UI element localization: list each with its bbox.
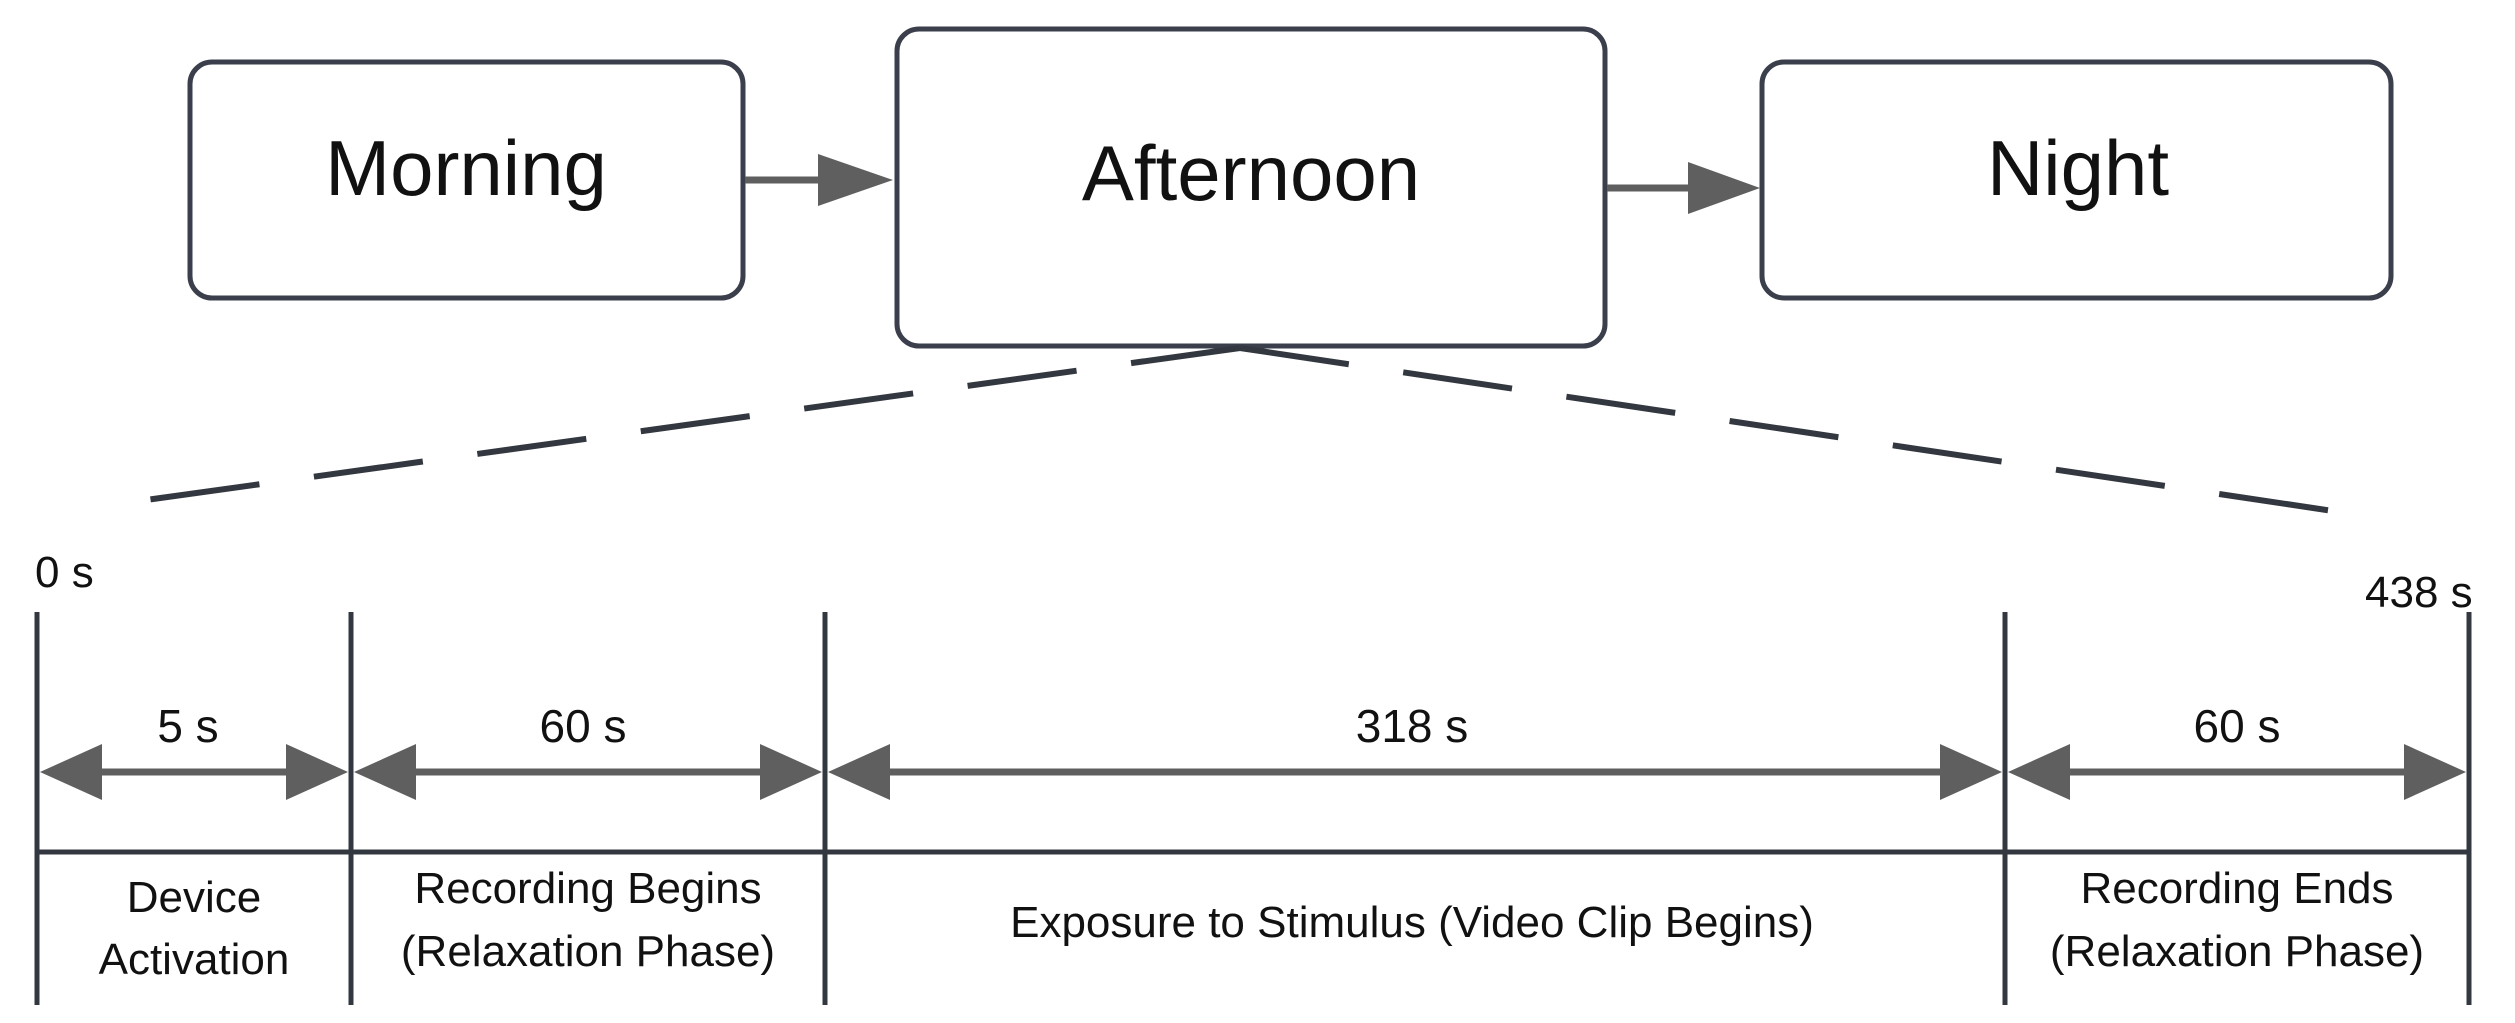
timeline-start-label: 0 s xyxy=(35,548,94,597)
duration-label-segment-4: 60 s xyxy=(2194,700,2281,752)
morning-label: Morning xyxy=(325,124,607,212)
phase-label-segment-4-line-1: Recording Ends xyxy=(2080,864,2393,913)
duration-label-segment-1: 5 s xyxy=(157,700,218,752)
phase-label-segment-2-line-2: (Relaxation Phase) xyxy=(401,927,775,976)
arrow-afternoon-to-night xyxy=(1607,162,1760,214)
night-box xyxy=(1759,59,2394,301)
phase-label-segment-1-line-2: Activation xyxy=(99,935,290,984)
morning-box xyxy=(187,59,746,301)
phase-label-segment-2-line-1: Recording Begins xyxy=(414,864,761,913)
zoom-line-left xyxy=(109,345,1241,508)
phase-label-segment-4-line-2: (Relaxation Phase) xyxy=(2050,927,2424,976)
duration-label-segment-3: 318 s xyxy=(1356,700,1469,752)
duration-arrow-segment-4 xyxy=(2008,744,2466,800)
duration-arrow-segment-1 xyxy=(40,744,348,800)
arrow-morning-to-afternoon xyxy=(745,154,893,206)
night-label: Night xyxy=(1987,124,2169,212)
afternoon-label: Afternoon xyxy=(1082,129,1420,217)
duration-arrow-segment-3 xyxy=(828,744,2002,800)
afternoon-box xyxy=(894,26,1608,349)
duration-label-segment-2: 60 s xyxy=(540,700,627,752)
phase-label-segment-1-line-1: Device xyxy=(127,873,262,922)
duration-arrow-segment-2 xyxy=(354,744,822,800)
phase-label-segment-3: Exposure to Stimulus (Video Clip Begins) xyxy=(1010,898,1814,947)
timeline-end-label: 438 s xyxy=(2365,568,2473,617)
zoom-line-right xyxy=(1239,345,2361,518)
